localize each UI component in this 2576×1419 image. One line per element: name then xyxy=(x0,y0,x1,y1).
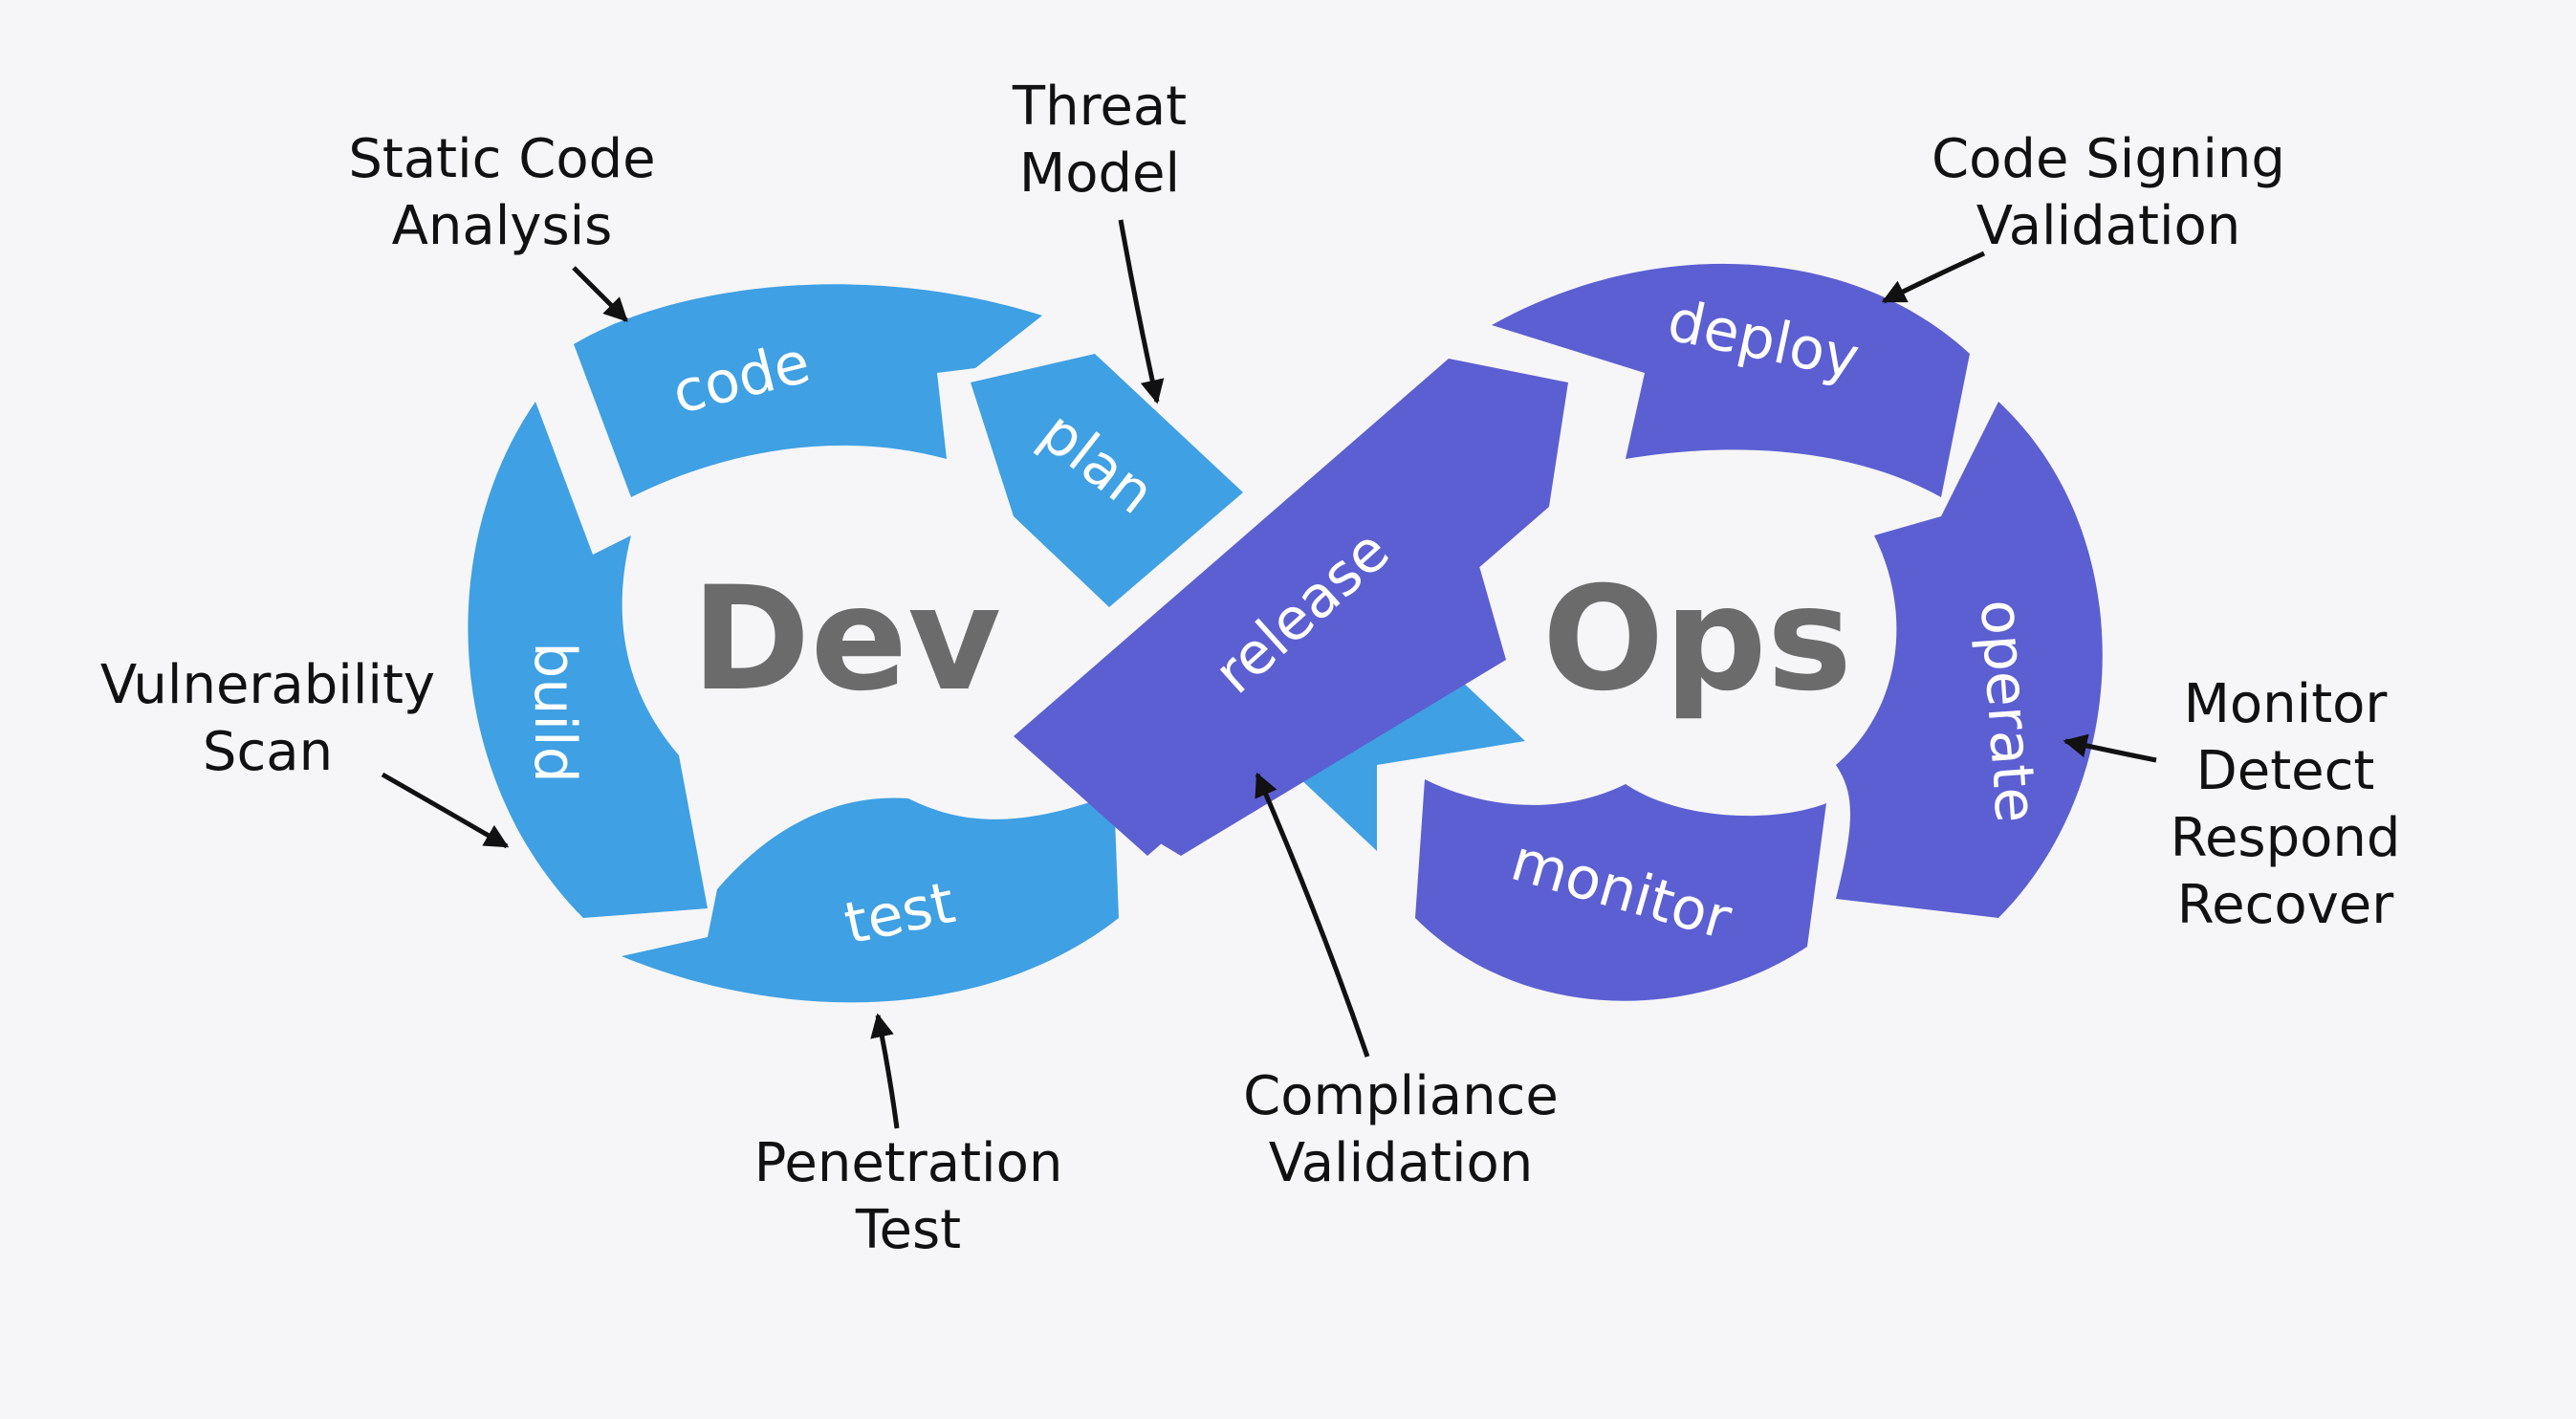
annotation-vulnerability-scan: Vulnerability Scan xyxy=(100,654,510,849)
annotation-line: Penetration xyxy=(754,1132,1063,1194)
ops-loop xyxy=(1014,263,2103,1001)
arrow xyxy=(1881,251,1986,304)
arrow xyxy=(1255,772,1370,1058)
annotation-line: Scan xyxy=(203,721,333,783)
arrow xyxy=(870,1013,900,1129)
annotation-line: Model xyxy=(1019,142,1180,205)
segment-label-operate: operate xyxy=(1967,598,2049,825)
annotation-line: Recover xyxy=(2177,874,2394,936)
annotation-line: Test xyxy=(855,1199,961,1261)
annotation-static-code-analysis: Static Code Analysis xyxy=(348,128,656,322)
segment-build xyxy=(468,402,708,918)
annotation-line: Analysis xyxy=(392,195,613,257)
arrow xyxy=(1118,219,1165,404)
center-ops: Ops xyxy=(1542,557,1852,723)
center-dev: Dev xyxy=(691,557,1001,723)
annotation-line: Respond xyxy=(2171,807,2401,869)
segment-monitor-arrowhead xyxy=(1296,660,1525,851)
arrow xyxy=(572,266,628,322)
segment-code xyxy=(574,284,1042,497)
annotation-monitor-detect-respond-recover: Monitor Detect Respond Recover xyxy=(2063,673,2401,936)
arrow xyxy=(2063,733,2157,763)
annotation-code-signing-validation: Code Signing Validation xyxy=(1881,128,2285,304)
annotation-line: Validation xyxy=(1976,195,2241,257)
segment-label-build: build xyxy=(521,642,588,783)
annotation-line: Validation xyxy=(1269,1132,1534,1194)
dev-loop xyxy=(468,284,1525,1003)
segment-operate xyxy=(1836,402,2103,918)
segment-plan xyxy=(971,354,1243,607)
segment-release-tail xyxy=(1157,559,1506,856)
annotation-line: Threat xyxy=(1012,76,1187,138)
segment-test xyxy=(622,794,1119,1003)
annotation-line: Monitor xyxy=(2184,673,2389,735)
annotation-line: Compliance xyxy=(1243,1065,1559,1127)
segment-release xyxy=(1014,359,1568,856)
segment-monitor xyxy=(1415,779,1826,1001)
annotation-threat-model: Threat Model xyxy=(1012,76,1187,404)
annotation-line: Code Signing xyxy=(1932,128,2285,190)
segment-deploy xyxy=(1492,263,1970,497)
annotation-line: Static Code xyxy=(348,128,655,190)
annotation-line: Detect xyxy=(2196,740,2375,802)
annotation-compliance-validation: Compliance Validation xyxy=(1243,772,1559,1194)
annotation-line: Vulnerability xyxy=(100,654,435,716)
arrow xyxy=(381,772,510,849)
annotation-penetration-test: Penetration Test xyxy=(754,1013,1063,1261)
